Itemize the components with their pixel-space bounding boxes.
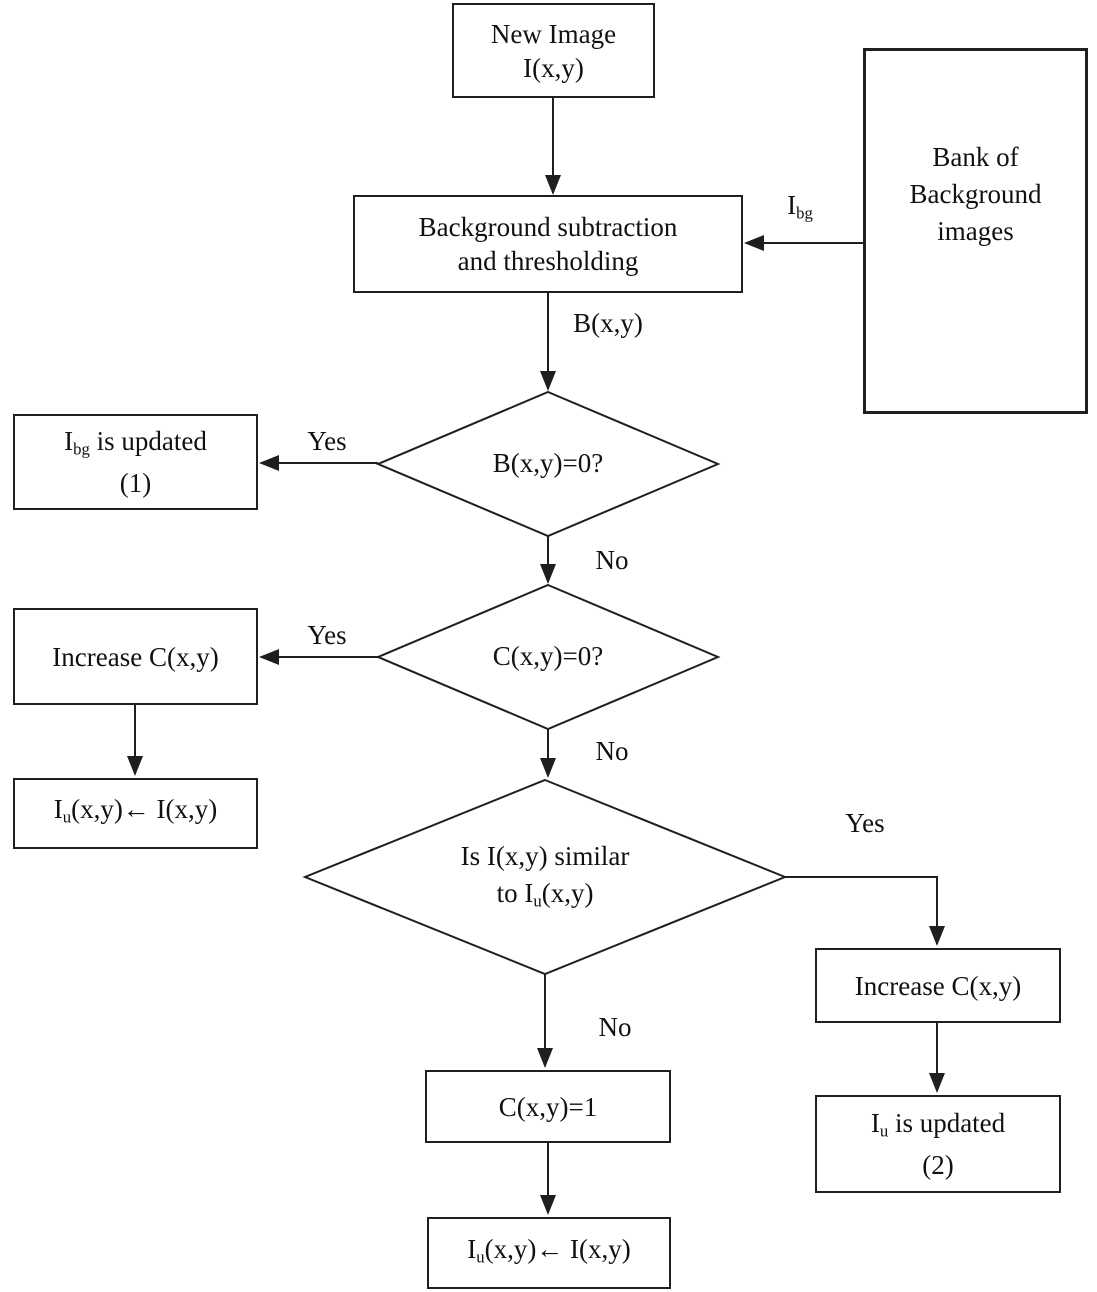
subscript: u (533, 891, 542, 911)
node-bank-line3: images (937, 216, 1014, 246)
node-background-subtraction-line2: and thresholding (457, 246, 639, 276)
node-iu-assign-left: Iu(x,y)← I(x,y) (13, 778, 258, 849)
node-increase-c-right: Increase C(x,y) (815, 948, 1061, 1023)
node-c-equals-1-label: C(x,y)=1 (498, 1091, 598, 1122)
node-iu-assign-bottom-label: Iu(x,y)← I(x,y) (467, 1233, 631, 1267)
edge-label-ibg: Ibg (787, 190, 813, 223)
node-iu-is-updated: Iu is updated (2) (815, 1095, 1061, 1193)
edge-label-yes-2: Yes (307, 620, 347, 650)
edge-label-yes-3: Yes (845, 808, 885, 838)
node-ibg-is-updated-line1: Ibg is updated (64, 425, 207, 459)
node-new-image-line1: New Image (490, 18, 617, 49)
node-increase-c-right-label: Increase C(x,y) (854, 970, 1022, 1001)
decision-bxy-label: B(x,y)=0? (492, 448, 604, 478)
decision-cxy-label: C(x,y)=0? (492, 641, 604, 671)
node-iu-is-updated-line2: (2) (922, 1150, 954, 1181)
subscript: bg (796, 203, 813, 223)
edge-label-no-3: No (598, 1012, 632, 1042)
node-bank-line2: Background (909, 179, 1042, 209)
decision-similar-line2: to Iu(x,y) (496, 878, 594, 911)
subscript: bg (73, 439, 90, 459)
node-increase-c-left-label: Increase C(x,y) (52, 641, 219, 672)
edge-label-no-1: No (595, 545, 629, 575)
decision-similar-line1: Is I(x,y) similar (460, 841, 630, 871)
node-bank-line1: Bank of (932, 142, 1019, 172)
node-background-subtraction-line1: Background subtraction (418, 212, 678, 242)
subscript: u (62, 807, 72, 827)
node-background-subtraction: Background subtraction and thresholding (353, 195, 743, 293)
subscript: u (476, 1247, 485, 1267)
node-new-image-line2: I(x,y) (523, 52, 584, 83)
edge-label-yes-1: Yes (307, 426, 347, 456)
decision-similar-label: Is I(x,y) similar to Iu(x,y) (395, 838, 695, 920)
node-iu-is-updated-line1: Iu is updated (870, 1107, 1006, 1141)
node-bank-of-background-images: Bank of Background images (863, 48, 1088, 414)
edge-label-no-2: No (595, 736, 629, 766)
edge-d3-yes (785, 876, 945, 946)
node-c-equals-1: C(x,y)=1 (425, 1070, 671, 1143)
node-ibg-is-updated: Ibg is updated (1) (13, 414, 258, 510)
node-iu-assign-left-label: Iu(x,y)← I(x,y) (53, 794, 218, 827)
node-increase-c-left: Increase C(x,y) (13, 608, 258, 705)
node-new-image: New Image I(x,y) (452, 3, 655, 98)
subscript: u (879, 1121, 889, 1141)
edge-label-bxy: B(x,y) (573, 308, 643, 338)
node-ibg-is-updated-line2: (1) (119, 468, 152, 499)
node-iu-assign-bottom: Iu(x,y)← I(x,y) (427, 1217, 671, 1289)
